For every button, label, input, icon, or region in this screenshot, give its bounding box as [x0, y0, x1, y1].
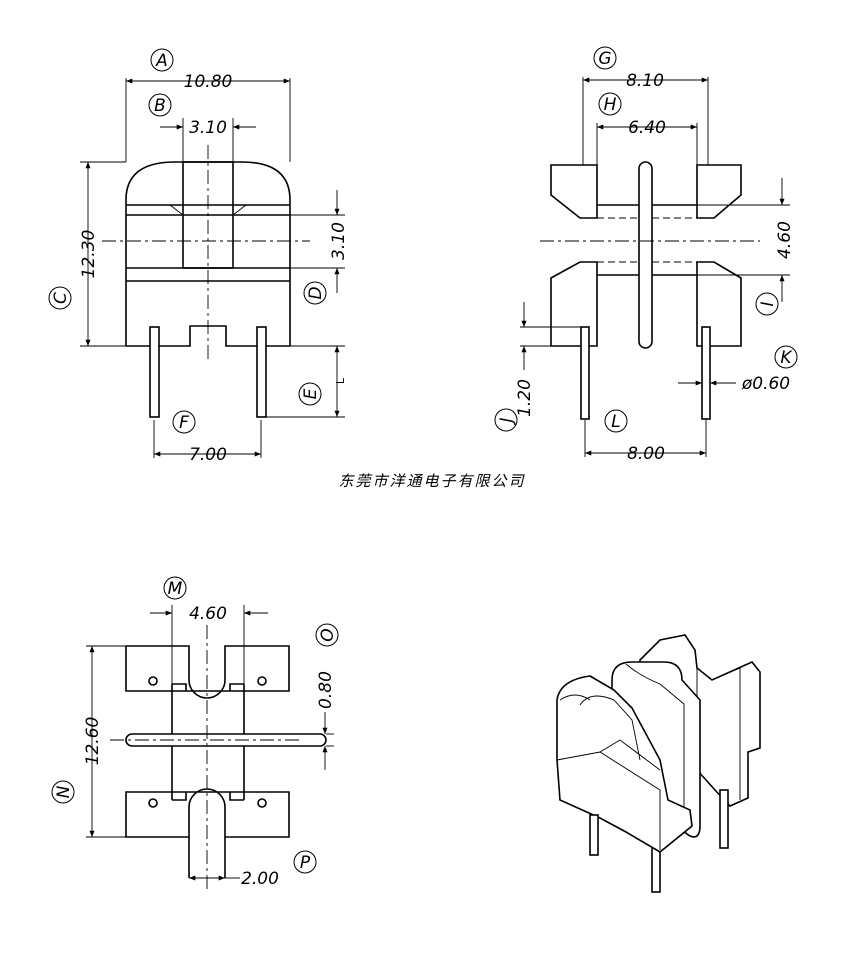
top-view: 4.60 12.60 0.80 2.00 M O N P	[51, 576, 339, 890]
label-j: J	[497, 417, 517, 425]
label-e: E	[301, 388, 321, 399]
label-k: K	[780, 348, 793, 368]
dim-d-value: 3.10	[329, 222, 349, 260]
label-n: N	[54, 785, 74, 798]
dim-l-value: 8.00	[627, 444, 665, 464]
dim-c-value: 12.30	[79, 230, 99, 279]
dim-o-value: 0.80	[316, 671, 336, 709]
label-b: B	[154, 96, 166, 116]
watermark-text: 东莞市洋通电子有限公司	[338, 472, 525, 490]
dim-e-value: L	[334, 377, 347, 384]
label-a: A	[155, 51, 168, 71]
label-m: M	[168, 579, 183, 599]
isometric-view	[556, 634, 761, 893]
dim-p-value: 2.00	[241, 869, 279, 889]
dim-k-value: ø0.60	[741, 374, 790, 394]
label-d: D	[306, 286, 326, 299]
dim-i-value: 4.60	[775, 221, 795, 259]
dim-b-value: 3.10	[189, 118, 227, 138]
dim-m-value: 4.60	[189, 604, 227, 624]
label-g: G	[598, 49, 611, 69]
label-i: I	[758, 301, 778, 306]
dim-g-value: 8.10	[626, 71, 664, 91]
dim-a-value: 10.80	[184, 72, 233, 92]
dim-h-value: 6.40	[628, 118, 666, 138]
label-p: P	[300, 853, 311, 873]
dim-f-value: 7.00	[189, 445, 227, 465]
side-view: 8.10 6.40 4.60 1.20 ø0.60 8.00 G H I J K…	[494, 46, 798, 464]
dim-n-value: 12.60	[83, 717, 103, 766]
front-view: 10.80 3.10 12.30 3.10 L 7.00 A B C D E F	[48, 48, 349, 465]
label-h: H	[604, 95, 617, 115]
label-o: O	[318, 628, 338, 641]
label-l: L	[611, 412, 620, 432]
label-c: C	[51, 292, 71, 304]
dim-j-value: 1.20	[515, 379, 535, 417]
label-f: F	[179, 413, 189, 433]
